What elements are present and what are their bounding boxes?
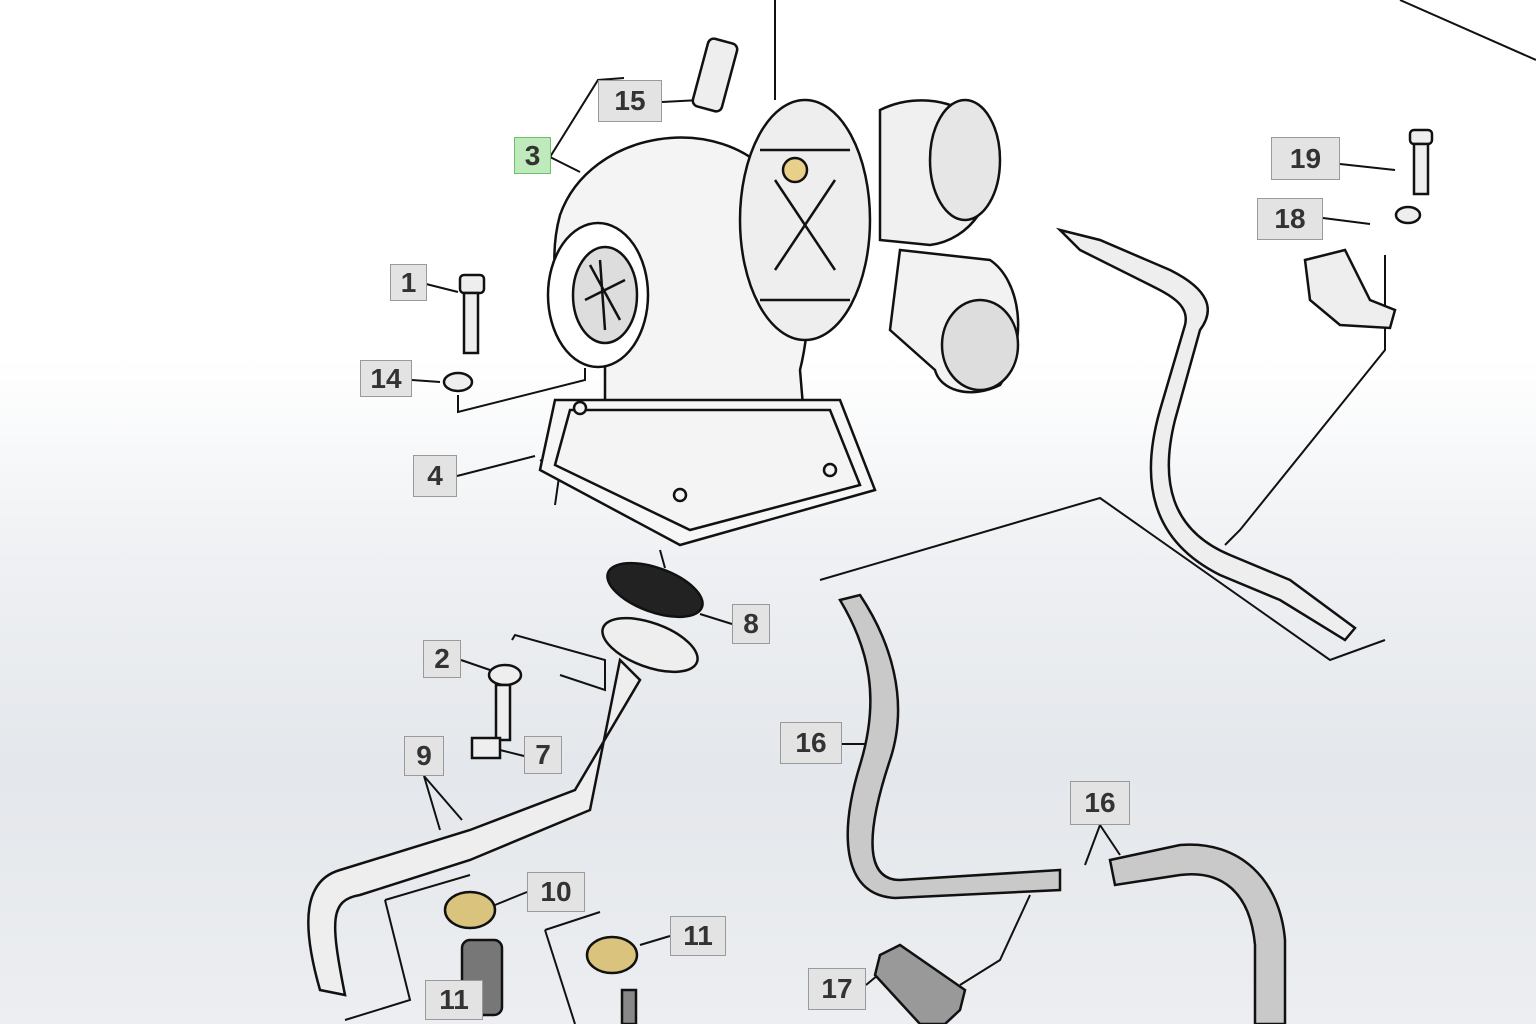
callout-2[interactable]: 2 [423,640,461,678]
callout-10[interactable]: 10 [527,872,585,912]
callout-7[interactable]: 7 [524,736,562,774]
callout-11[interactable]: 11 [670,916,726,956]
callout-3-selected[interactable]: 3 [514,137,551,174]
callout-4[interactable]: 4 [413,455,457,497]
callout-14[interactable]: 14 [360,360,412,397]
turbocharger [538,98,1020,547]
callout-18[interactable]: 18 [1257,198,1323,240]
callout-11[interactable]: 11 [425,980,483,1020]
callout-15[interactable]: 15 [598,80,662,122]
hoses [838,593,1287,1024]
leader-lines [344,0,1536,1024]
callout-9[interactable]: 9 [404,736,444,776]
callout-8[interactable]: 8 [732,604,770,644]
callout-19[interactable]: 19 [1271,137,1340,180]
callout-17[interactable]: 17 [808,968,866,1010]
callout-16[interactable]: 16 [780,722,842,764]
callout-1[interactable]: 1 [390,264,427,301]
small-parts [307,37,1434,1024]
callout-16[interactable]: 16 [1070,781,1130,825]
